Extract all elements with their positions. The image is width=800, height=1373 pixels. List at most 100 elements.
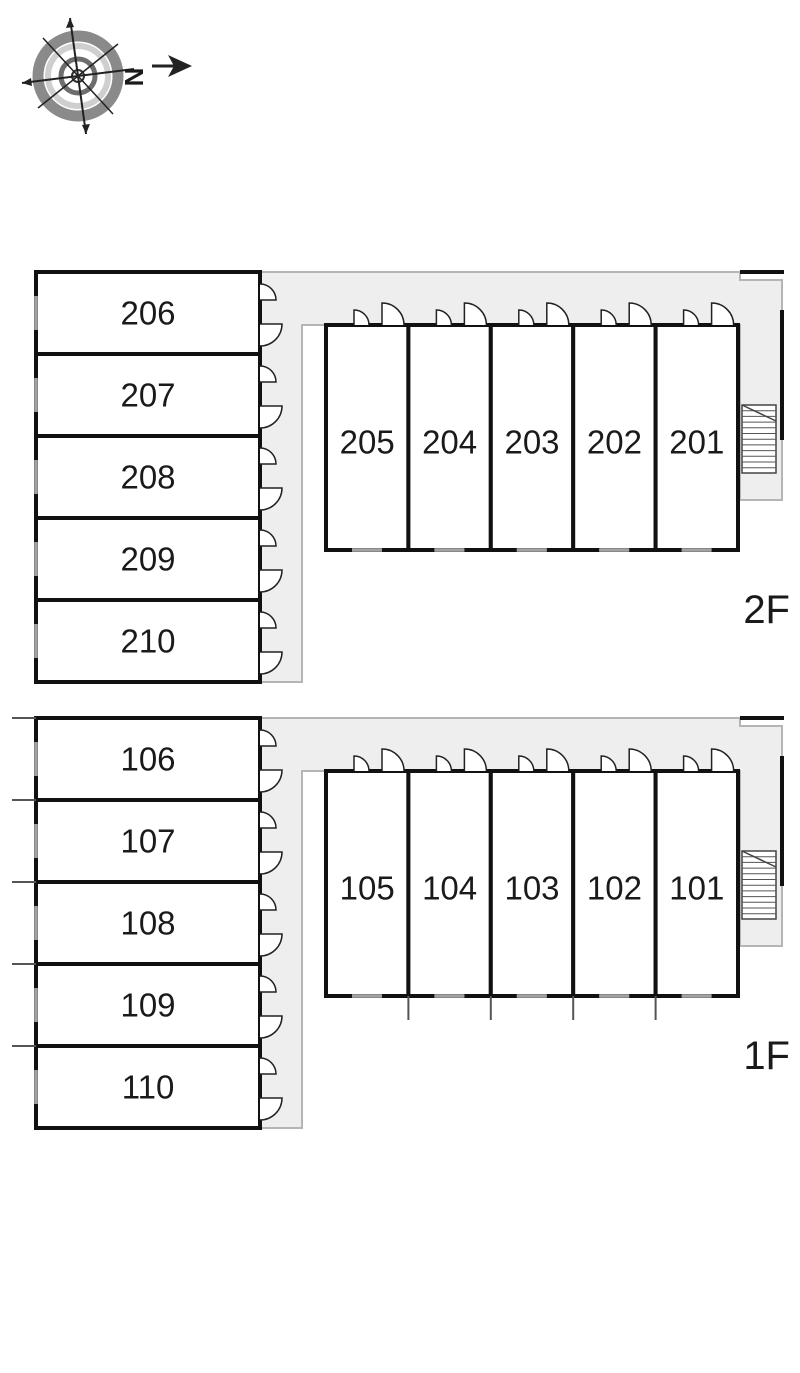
door-swing-icon <box>259 529 277 547</box>
door-swing-icon <box>259 1097 283 1121</box>
door-swing-icon <box>381 748 405 772</box>
door-swing-icon <box>546 302 570 326</box>
door-swing-icon <box>259 1015 283 1039</box>
door-swing-icon <box>710 748 735 772</box>
door-swing-icon <box>381 302 405 326</box>
unit-number: 208 <box>120 459 175 496</box>
stair-rail <box>741 404 777 422</box>
unit-number: 104 <box>422 870 477 907</box>
unit-204: 204 <box>406 302 493 552</box>
unit-203: 203 <box>488 302 576 552</box>
door-swing-icon <box>353 755 370 772</box>
door-swing-icon <box>259 569 283 593</box>
unit-210: 210 <box>34 598 283 684</box>
compass-rose-icon <box>21 17 135 135</box>
door-swing-icon <box>259 893 277 911</box>
door-swing-icon <box>682 755 700 772</box>
unit-207: 207 <box>34 352 283 438</box>
unit-room <box>34 598 262 684</box>
unit-201: 201 <box>653 302 740 552</box>
unit-room <box>653 323 740 552</box>
unit-104: 104 <box>406 748 493 1020</box>
unit-202: 202 <box>571 302 658 552</box>
unit-109: 109 <box>12 962 283 1048</box>
unit-206: 206 <box>34 270 283 356</box>
unit-number: 205 <box>340 424 395 461</box>
door-swing-icon <box>259 729 277 747</box>
unit-107: 107 <box>12 798 283 884</box>
unit-number: 209 <box>120 541 175 578</box>
door-swing-icon <box>463 302 488 326</box>
unit-number: 109 <box>120 987 175 1024</box>
door-swing-icon <box>259 975 277 993</box>
unit-number: 207 <box>120 377 175 414</box>
door-swing-icon <box>259 651 283 675</box>
door-swing-icon <box>435 309 453 326</box>
stair-rail <box>741 850 777 868</box>
unit-number: 108 <box>120 905 175 942</box>
unit-room <box>34 352 262 438</box>
door-swing-icon <box>600 309 617 326</box>
unit-number: 210 <box>120 623 175 660</box>
unit-108: 108 <box>12 880 283 966</box>
unit-number: 201 <box>669 424 724 461</box>
unit-number: 106 <box>120 741 175 778</box>
unit-209: 209 <box>34 516 283 602</box>
unit-number: 107 <box>120 823 175 860</box>
unit-number: 101 <box>669 870 724 907</box>
door-swing-icon <box>259 487 283 511</box>
unit-number: 203 <box>504 424 559 461</box>
door-swing-icon <box>435 755 453 772</box>
floor-label: 2F <box>743 588 790 632</box>
staircase <box>741 404 777 474</box>
door-swing-icon <box>259 405 283 429</box>
floor-1: 106 107 108 109 110 105 104 103 102 101 1F <box>12 716 790 1130</box>
floor-label: 1F <box>743 1034 790 1078</box>
door-swing-icon <box>259 1057 277 1075</box>
unit-105: 105 <box>324 748 411 998</box>
door-swing-icon <box>259 933 283 957</box>
unit-room <box>488 769 576 998</box>
unit-room <box>571 323 658 552</box>
north-letter: N <box>119 68 149 87</box>
unit-number: 103 <box>504 870 559 907</box>
unit-room <box>406 769 493 998</box>
door-swing-icon <box>518 309 535 326</box>
door-swing-icon <box>628 748 652 772</box>
door-swing-icon <box>259 447 277 465</box>
unit-number: 204 <box>422 424 477 461</box>
door-swing-icon <box>710 302 735 326</box>
unit-103: 103 <box>488 748 576 1020</box>
unit-101: 101 <box>653 748 740 1020</box>
door-swing-icon <box>259 769 283 793</box>
door-swing-icon <box>259 283 277 301</box>
unit-number: 202 <box>587 424 642 461</box>
unit-106: 106 <box>12 716 283 802</box>
door-swing-icon <box>259 611 277 629</box>
unit-room <box>488 323 576 552</box>
unit-110: 110 <box>12 1044 283 1130</box>
door-swing-icon <box>628 302 652 326</box>
unit-number: 102 <box>587 870 642 907</box>
staircase <box>741 850 777 920</box>
unit-room <box>34 516 262 602</box>
door-swing-icon <box>259 365 277 383</box>
door-swing-icon <box>259 851 283 875</box>
door-swing-icon <box>600 755 617 772</box>
unit-208: 208 <box>34 434 283 520</box>
door-swing-icon <box>259 323 283 347</box>
unit-102: 102 <box>571 748 658 1020</box>
unit-number: 105 <box>340 870 395 907</box>
door-swing-icon <box>259 811 277 829</box>
unit-room <box>324 323 411 552</box>
floor-2: 206 207 208 209 210 205 204 203 202 201 2F <box>34 270 790 684</box>
door-swing-icon <box>463 748 488 772</box>
door-swing-icon <box>353 309 370 326</box>
unit-number: 206 <box>120 295 175 332</box>
north-arrow-icon <box>168 55 192 77</box>
unit-number: 110 <box>122 1069 175 1106</box>
door-swing-icon <box>682 309 700 326</box>
door-swing-icon <box>546 748 570 772</box>
unit-205: 205 <box>324 302 411 552</box>
